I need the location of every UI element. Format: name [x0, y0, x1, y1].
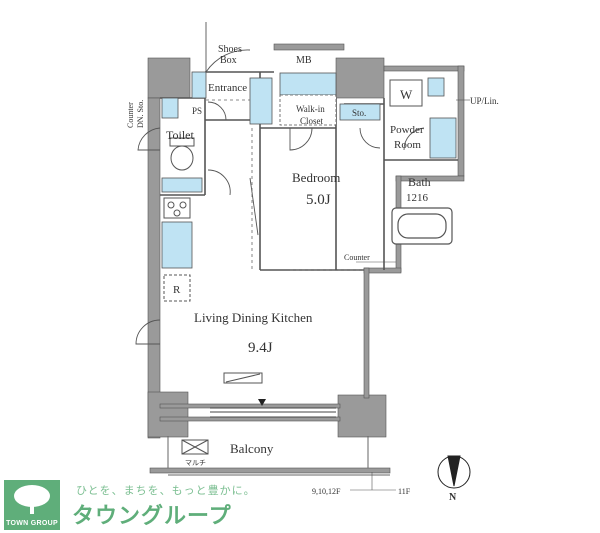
balcony-outline [167, 436, 390, 476]
north-arrow-icon [437, 455, 471, 489]
brand-tagline: ひとを、まちを、もっと豊かに。 [76, 484, 256, 497]
label-ldk-size: 9.4J [248, 340, 273, 356]
brand-name: タウングループ [72, 504, 232, 529]
door-swings [135, 22, 425, 345]
label-north: N [449, 492, 457, 503]
label-marker: マルチ [185, 459, 206, 467]
tree-icon [14, 485, 50, 514]
label-bedroom-size: 5.0J [306, 192, 331, 208]
walls [147, 43, 465, 474]
label-counter: Counter [344, 253, 370, 262]
label-sto: Sto. [352, 108, 366, 118]
label-counter-v: Counter [126, 102, 135, 128]
label-dnsto-v: DN. Sto. [136, 100, 145, 128]
label-bath: Bath [408, 175, 431, 189]
label-ldk: Living Dining Kitchen [194, 310, 313, 325]
label-up-lin: UP/Lin. [470, 96, 499, 106]
label-bedroom: Bedroom [292, 170, 340, 185]
label-room: Room [394, 139, 421, 151]
label-bath-size: 1216 [406, 192, 429, 204]
label-mb: MB [296, 55, 312, 66]
label-balcony: Balcony [230, 441, 274, 456]
leader-lines [350, 99, 470, 491]
floor-mark-line [225, 373, 261, 383]
label-r: R [173, 284, 181, 296]
label-ps: PS [192, 106, 202, 116]
label-floors-left: 9,10,12F [312, 487, 341, 496]
label-floors-right: 11F [398, 487, 411, 496]
label-entrance: Entrance [208, 82, 247, 94]
washer-space [389, 79, 423, 107]
label-powder: Powder [390, 124, 424, 136]
marker-icon [181, 439, 209, 455]
brand-footer: TOWN GROUP ひとを、まちを、もっと豊かに。 タウングループ [0, 478, 300, 533]
toilet-icon [169, 137, 195, 171]
label-toilet: Toilet [166, 128, 194, 142]
dashed-lines [206, 99, 364, 271]
logo-text: TOWN GROUP [6, 520, 58, 527]
fixtures [161, 71, 457, 269]
bathtub-icon [391, 207, 453, 245]
label-shoes: Shoes [218, 44, 242, 55]
town-group-logo: TOWN GROUP [4, 480, 60, 530]
label-box: Box [220, 55, 237, 66]
label-walkin: Walk-in [296, 104, 325, 114]
stove-icon [163, 197, 191, 219]
window-marker [258, 399, 266, 406]
label-w: W [400, 87, 413, 102]
windows [210, 407, 336, 418]
fridge-space [163, 274, 191, 302]
label-closet: Closet [300, 116, 324, 126]
